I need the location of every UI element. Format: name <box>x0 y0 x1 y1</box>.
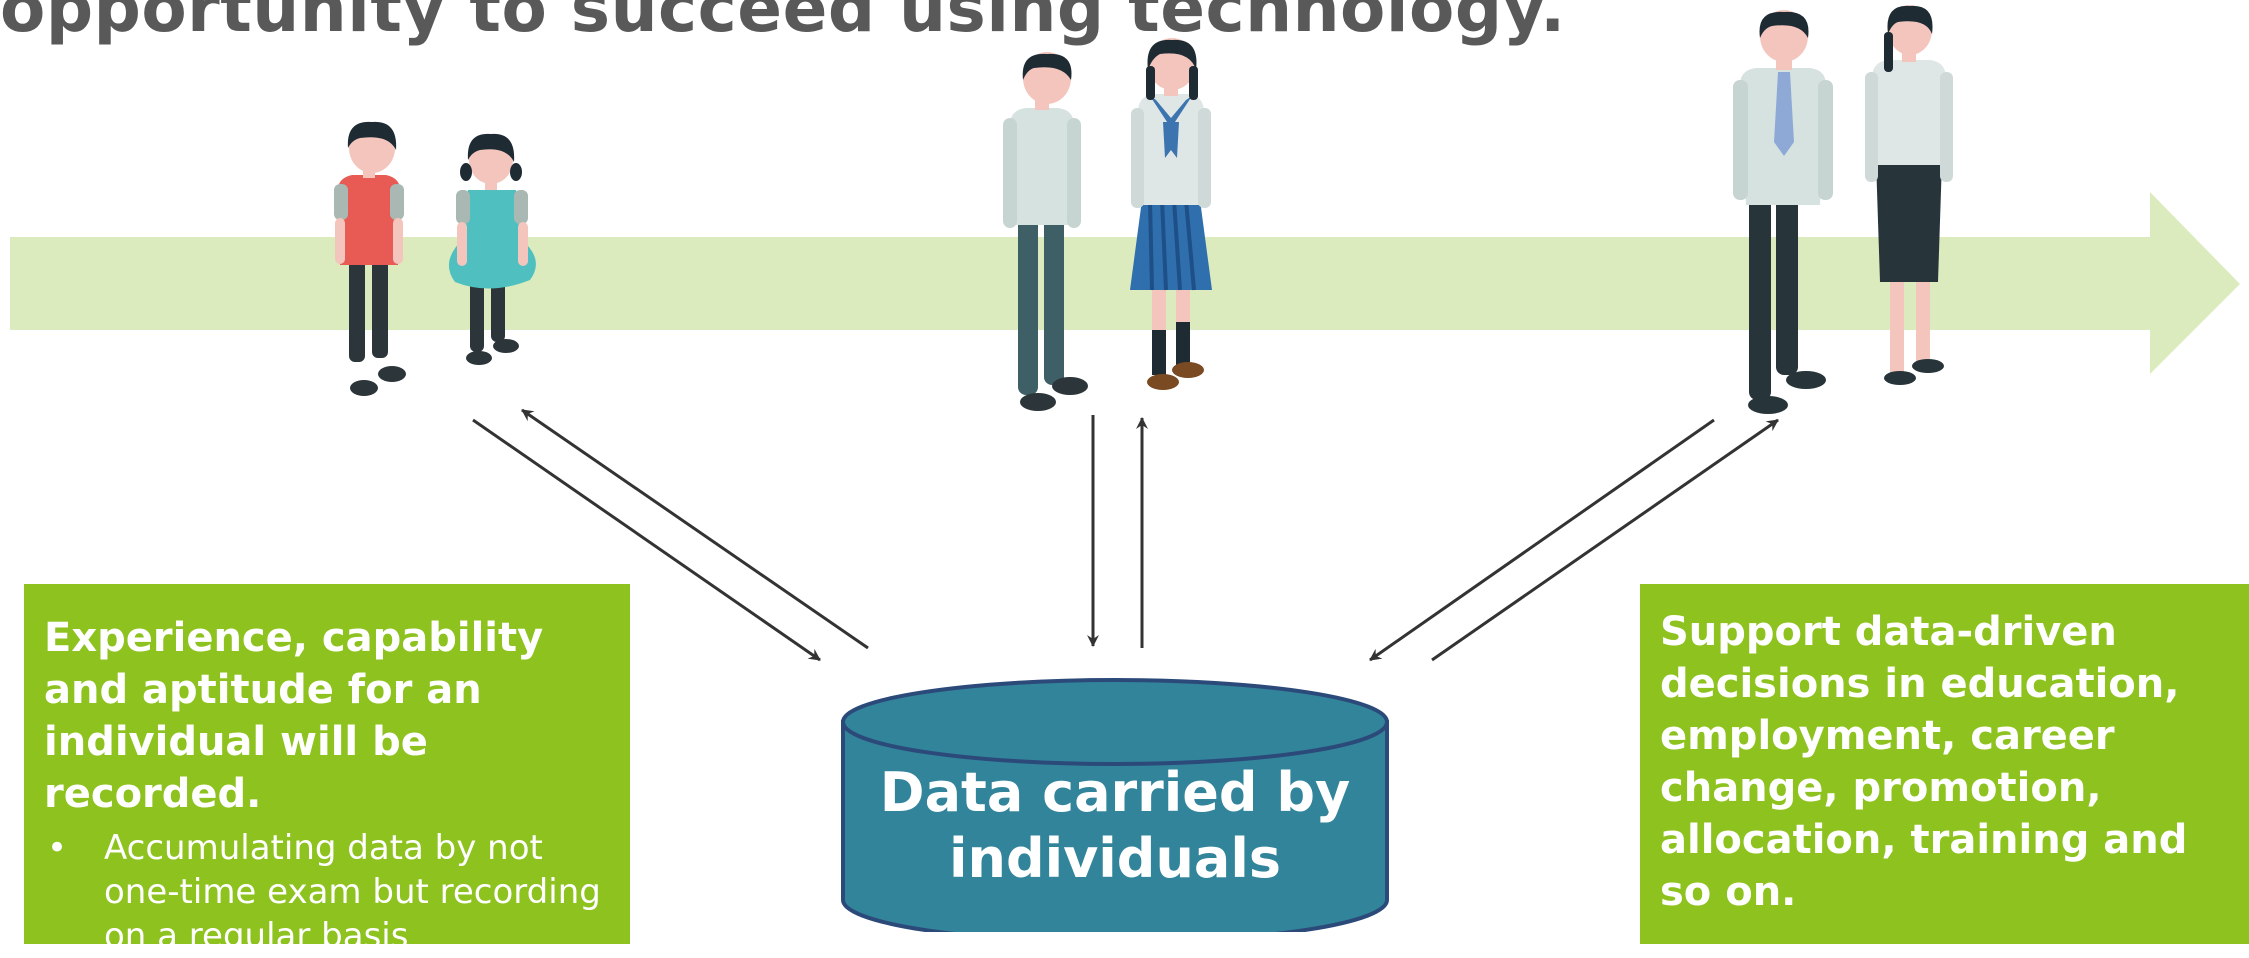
connector-arrows <box>472 408 1779 662</box>
timeline-arrow-icon <box>10 192 2240 374</box>
student-figures-icon <box>1003 38 1212 411</box>
database-label-line1: Data carried by <box>879 761 1351 824</box>
decision-support-box: Support data-driven decisions in educati… <box>1640 584 2249 944</box>
database-label-line2: individuals <box>948 827 1281 890</box>
database-cylinder-icon <box>841 678 1389 932</box>
recording-bullet: Accumulating data by not one-time exam b… <box>44 826 608 958</box>
recording-heading: Experience, capability and aptitude for … <box>44 615 544 817</box>
left-up-arrow <box>521 408 869 650</box>
page-title: opportunity to succeed using technology. <box>0 0 1566 47</box>
recording-info-box: Experience, capability and aptitude for … <box>24 584 630 956</box>
database-label: Data carried by individuals <box>845 760 1385 892</box>
adult-figures-icon <box>1733 5 1953 414</box>
diagram-canvas: opportunity to succeed using technology. <box>0 0 2249 932</box>
right-down-arrow <box>1369 418 1715 662</box>
decision-support-text: Support data-driven decisions in educati… <box>1660 609 2188 915</box>
diagram-graphics <box>10 5 2240 932</box>
left-down-arrow <box>472 418 821 662</box>
right-up-arrow <box>1431 418 1779 662</box>
recording-bullet-list: Accumulating data by not one-time exam b… <box>44 826 608 958</box>
children-figures-icon <box>334 121 536 396</box>
